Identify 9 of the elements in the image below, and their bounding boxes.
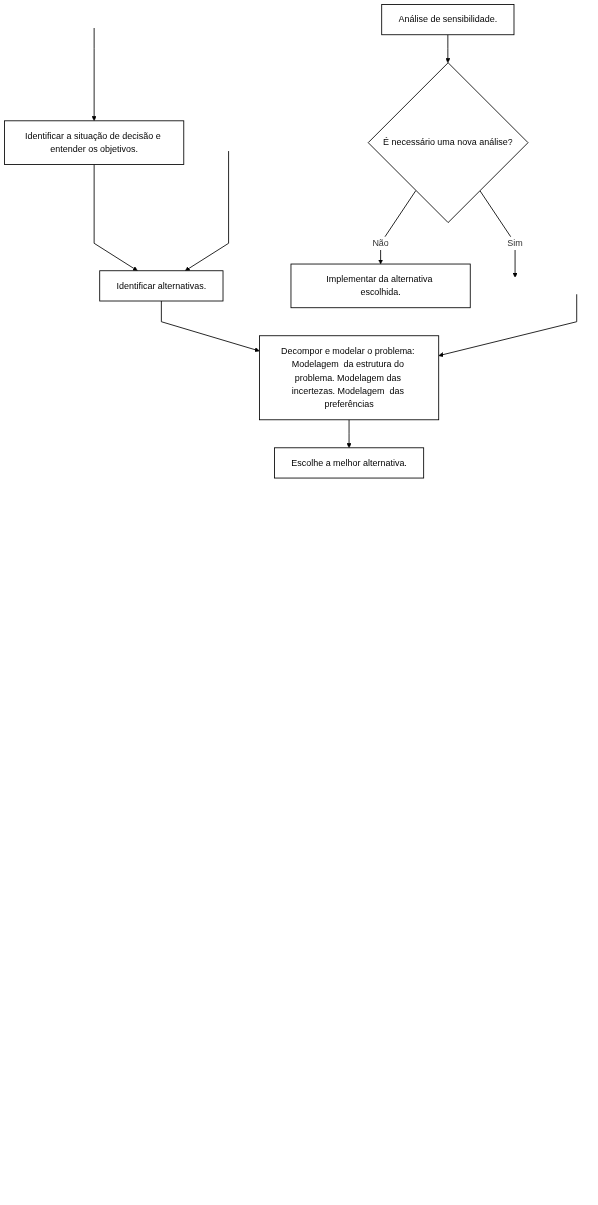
edge-label: Não bbox=[372, 238, 389, 248]
edge-label: Sim bbox=[507, 238, 523, 248]
node-box: Análise de sensibilidade. bbox=[381, 4, 515, 36]
node-box: Implementar da alternativa escolhida. bbox=[290, 263, 471, 309]
node-box: Identificar alternativas. bbox=[99, 270, 224, 302]
node-box: Identificar a situação de decisão e entender os objetivos. bbox=[4, 120, 185, 165]
node-diamond: É necessário uma nova análise? bbox=[367, 62, 529, 223]
node-box: Decompor e modelar o problema: Modelagem da estrutura do problema. Modelagem das incertezas. Modelagem das preferências bbox=[259, 335, 440, 421]
node-box: Escolhe a melhor alternativa. bbox=[274, 447, 425, 479]
